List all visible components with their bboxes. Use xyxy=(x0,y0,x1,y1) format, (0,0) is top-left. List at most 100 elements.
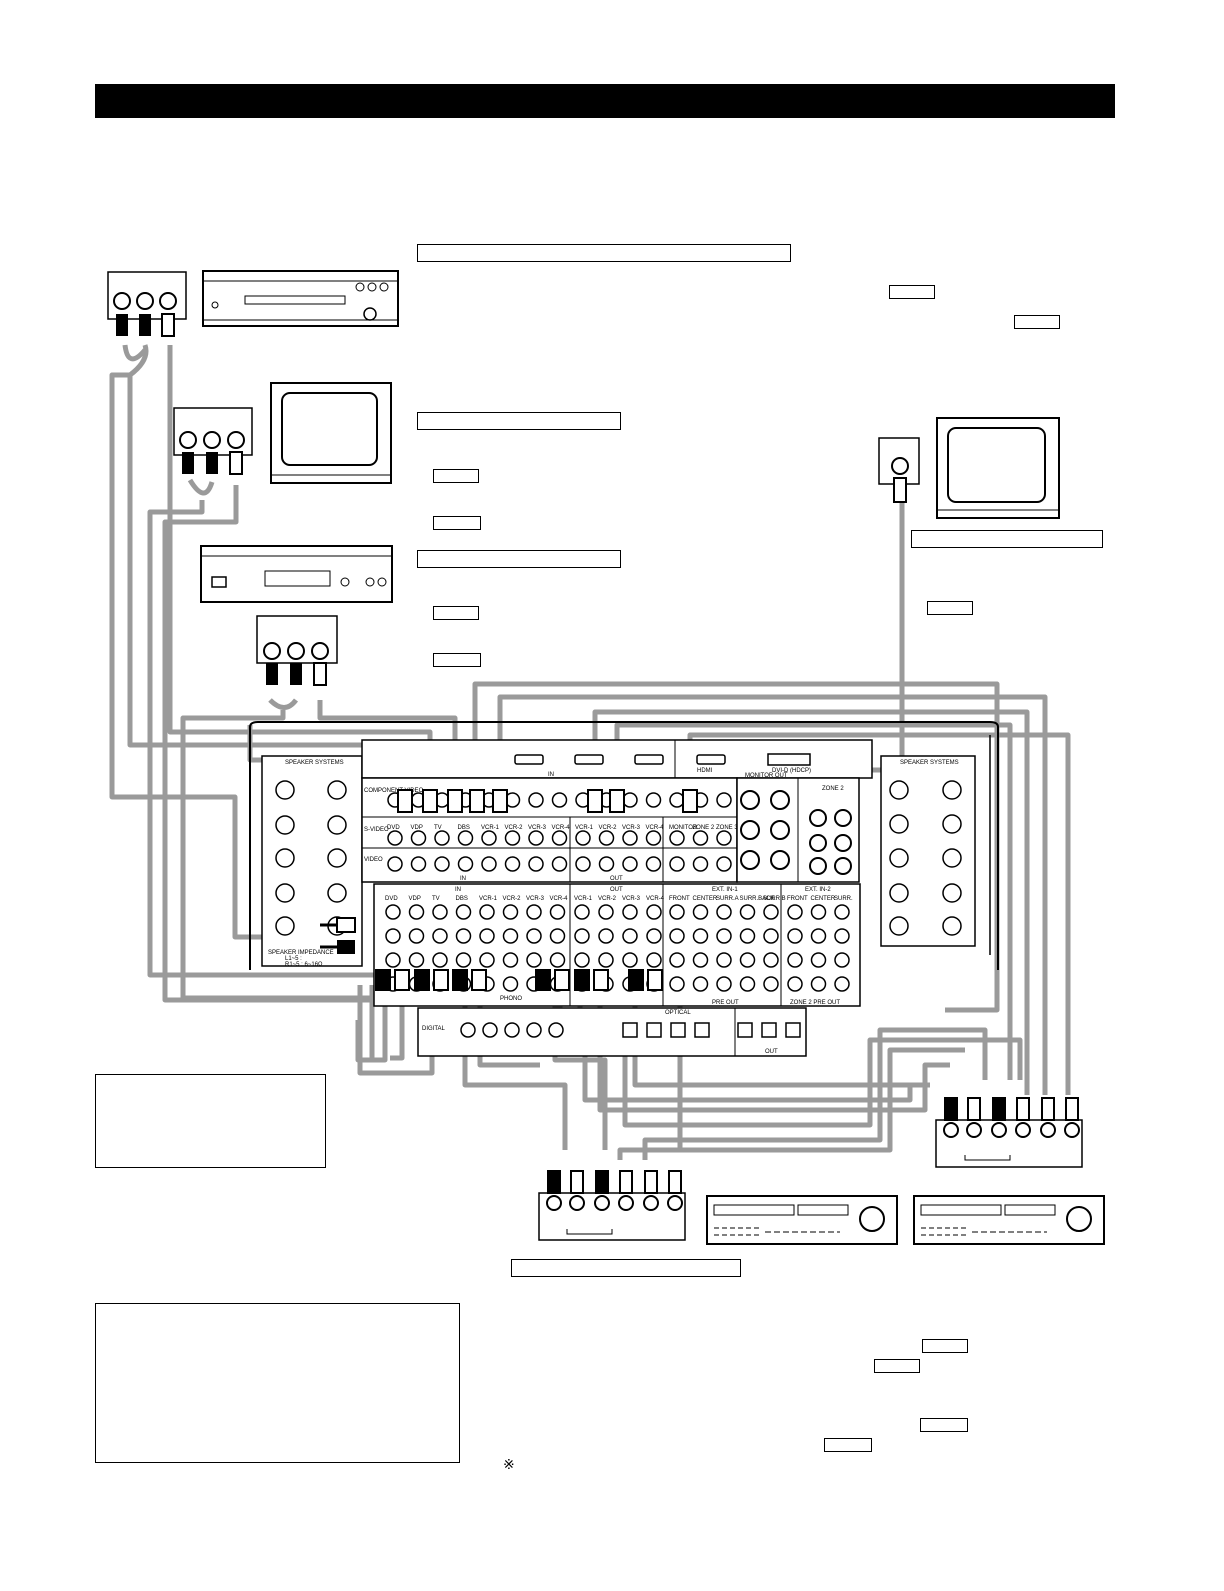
vcr-plug xyxy=(644,1170,658,1194)
audio-jack xyxy=(574,928,590,944)
audio-jack xyxy=(598,928,614,944)
audio-jack xyxy=(692,952,709,968)
video-plug xyxy=(682,789,698,813)
video-in-label: IN xyxy=(460,876,466,882)
audio-plug xyxy=(375,969,391,991)
receiver-rear-panel: SPEAKER SYSTEMS SPEAKER IMPEDANCE L1~5 :… xyxy=(249,721,999,1057)
audio-jack xyxy=(669,904,685,920)
video-jack xyxy=(598,856,615,872)
audio-jack xyxy=(692,928,709,944)
s-video-jack xyxy=(575,830,591,846)
audio-in-col-5: VCR-2 xyxy=(503,896,522,902)
video-col-label-1: VDP xyxy=(411,825,423,831)
s-video-jack xyxy=(551,830,568,846)
audio-jack xyxy=(526,904,542,920)
s-video-jack xyxy=(457,830,474,846)
audio-jack xyxy=(549,904,566,920)
s-video-jack xyxy=(669,830,685,846)
audio-jack xyxy=(646,952,662,968)
audio-jack xyxy=(408,904,425,920)
component-video-label: COMPONENT VIDEO xyxy=(364,788,424,794)
audio-in-col-7: VCR-4 xyxy=(550,896,569,902)
video-col-label-0: DVD xyxy=(387,825,400,831)
vcr-jack xyxy=(1040,1122,1056,1138)
heading-pill-tv xyxy=(417,412,621,430)
heading-pill-monitor xyxy=(911,530,1103,548)
audio-jack xyxy=(646,904,662,920)
audio-jack xyxy=(834,976,850,992)
video-col-label-13: ZONE 2 xyxy=(693,825,715,831)
header-bar xyxy=(95,84,1115,118)
audio-jack xyxy=(692,976,709,992)
tv-output-jacks xyxy=(173,407,253,475)
vcr-2-unit xyxy=(913,1195,1105,1245)
audio-out-col-1: VCR-2 xyxy=(598,896,617,902)
vcr-plug xyxy=(1016,1097,1030,1121)
audio-jack xyxy=(834,904,850,920)
coaxial-jack xyxy=(548,1022,564,1038)
video-col-label-7: VCR-4 xyxy=(552,825,571,831)
optical-jack xyxy=(694,1022,710,1038)
ref-tag-3 xyxy=(433,469,479,483)
audio-in-col-3: DBS xyxy=(456,896,468,902)
audio-jack xyxy=(526,928,542,944)
s-video-jack xyxy=(434,830,450,846)
audio-plug xyxy=(535,969,551,991)
s-video-jack xyxy=(481,830,497,846)
connected-audio-plugs xyxy=(375,969,663,991)
audio-jack xyxy=(787,928,803,944)
audio-jack xyxy=(763,976,779,992)
vcr-plug xyxy=(992,1097,1006,1121)
ext-in-2-col-2: SURR. xyxy=(834,896,853,902)
audio-plug xyxy=(554,969,570,991)
coaxial-jack xyxy=(504,1022,520,1038)
ext-in-1-label: EXT. IN-1 xyxy=(712,887,738,893)
audio-jack xyxy=(763,952,779,968)
component-jack xyxy=(645,792,662,808)
note-box-small xyxy=(95,1074,326,1168)
audio-jack xyxy=(502,976,519,992)
audio-jack xyxy=(622,928,638,944)
audio-jack xyxy=(669,928,685,944)
ext-in-1-col-4: SURR.B xyxy=(763,896,786,902)
ref-tag-2 xyxy=(1014,315,1060,329)
video-col-label-12: MONITOR xyxy=(669,825,698,831)
video-col-label-2: TV xyxy=(434,825,442,831)
video-plug xyxy=(587,789,603,813)
audio-jack xyxy=(455,952,472,968)
audio-jack xyxy=(574,952,590,968)
vcr-jack xyxy=(667,1195,683,1211)
phono-label: PHONO xyxy=(500,996,522,1002)
video-col-label-14: ZONE 3 xyxy=(716,825,738,831)
audio-jack xyxy=(669,952,685,968)
audio-jack xyxy=(834,952,850,968)
vcr-plug xyxy=(619,1170,633,1194)
video-col-label-11: VCR-4 xyxy=(646,825,665,831)
digital-out-label: OUT xyxy=(765,1049,778,1055)
audio-out-col-0: VCR-1 xyxy=(574,896,593,902)
video-col-label-8: VCR-1 xyxy=(575,825,594,831)
zone-pre-out-label: ZONE 2 PRE OUT xyxy=(790,1000,840,1006)
s-video-jack xyxy=(504,830,521,846)
video-label: VIDEO xyxy=(364,857,383,863)
audio-jack xyxy=(622,904,638,920)
video-plug xyxy=(469,789,485,813)
dvd-player xyxy=(202,270,399,327)
audio-out-label: OUT xyxy=(610,887,623,893)
audio-jack xyxy=(810,976,827,992)
vcr-plug xyxy=(1041,1097,1055,1121)
component-jack xyxy=(716,792,732,808)
audio-jack xyxy=(763,904,779,920)
audio-plug xyxy=(628,969,644,991)
vcr-1-jacks xyxy=(538,1170,686,1241)
audio-jack xyxy=(763,928,779,944)
audio-jack xyxy=(787,952,803,968)
monitor-tv xyxy=(936,417,1060,519)
note-reference-mark: ※ xyxy=(503,1456,515,1472)
video-col-label-6: VCR-3 xyxy=(528,825,547,831)
coaxial-jack xyxy=(482,1022,498,1038)
component-jack xyxy=(528,792,544,808)
